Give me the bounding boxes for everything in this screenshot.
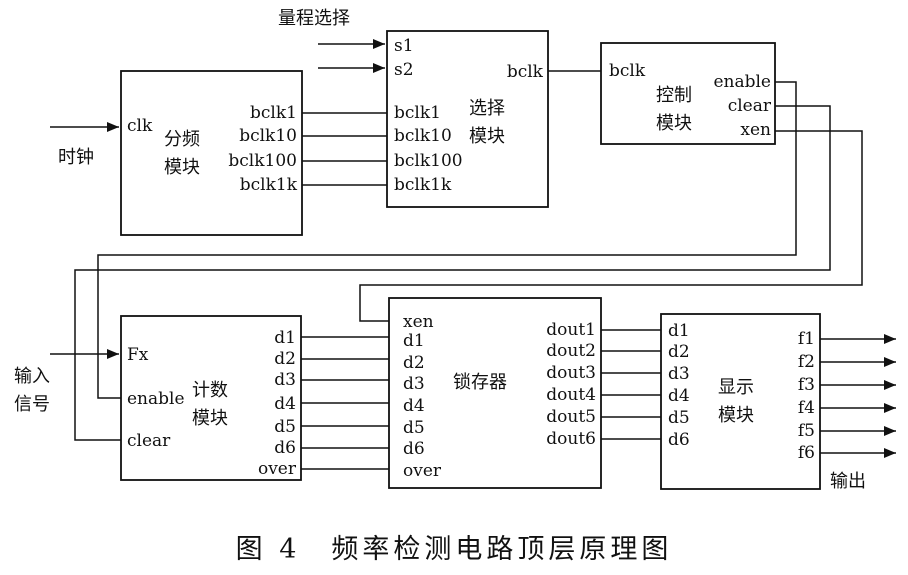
control-name-line1: 控制 xyxy=(656,85,692,106)
selector-name-line1: 选择 xyxy=(469,98,505,119)
selector-pin-bclk1: bclk1 xyxy=(394,103,441,123)
wire-xen xyxy=(359,130,863,322)
input-signal-label-line1: 输入 xyxy=(14,366,50,387)
selector-pin-bclk1k: bclk1k xyxy=(394,175,452,195)
selector-pin-s2: s2 xyxy=(394,60,414,80)
latch-pin-d6: d6 xyxy=(403,439,425,459)
range-select-label: 量程选择 xyxy=(278,8,350,29)
display-pin-d3: d3 xyxy=(668,364,690,384)
display-pin-d2: d2 xyxy=(668,342,690,362)
output-label: 输出 xyxy=(830,471,866,492)
counter-pin-d2: d2 xyxy=(274,349,296,369)
counter-pin-fx: Fx xyxy=(127,345,149,365)
wire-clear xyxy=(74,105,831,441)
counter-name-line1: 计数 xyxy=(192,380,228,401)
counter-pin-d3: d3 xyxy=(274,370,296,390)
wire-enable xyxy=(97,81,797,399)
counter-pin-clear: clear xyxy=(127,431,171,451)
control-module-block xyxy=(600,42,776,145)
divider-pin-bclk10: bclk10 xyxy=(239,126,297,146)
selector-pin-bclk: bclk xyxy=(507,62,544,82)
counter-pin-d6: d6 xyxy=(274,438,296,458)
display-pin-f1: f1 xyxy=(798,329,815,349)
control-name-line2: 模块 xyxy=(656,113,692,134)
control-pin-enable: enable xyxy=(713,72,771,92)
latch-module-block xyxy=(388,297,602,489)
divider-pin-bclk1: bclk1 xyxy=(250,103,297,123)
selector-name-line2: 模块 xyxy=(469,126,505,147)
counter-pin-d1: d1 xyxy=(274,328,296,348)
latch-pin-d3: d3 xyxy=(403,374,425,394)
latch-pin-d4: d4 xyxy=(403,396,425,416)
selector-pin-bclk10: bclk10 xyxy=(394,126,452,146)
display-pin-d1: d1 xyxy=(668,321,690,341)
counter-pin-d5: d5 xyxy=(274,417,296,437)
counter-pin-d4: d4 xyxy=(274,394,296,414)
display-pin-d5: d5 xyxy=(668,408,690,428)
control-pin-xen: xen xyxy=(740,120,771,140)
latch-pin-d2: d2 xyxy=(403,353,425,373)
control-pin-clear: clear xyxy=(728,96,772,116)
divider-pin-bclk100: bclk100 xyxy=(228,151,297,171)
display-pin-d6: d6 xyxy=(668,430,690,450)
display-pin-f3: f3 xyxy=(798,375,815,395)
display-pin-f4: f4 xyxy=(798,398,815,418)
latch-pin-d1: d1 xyxy=(403,331,425,351)
latch-pin-dout4: dout4 xyxy=(546,385,596,405)
latch-name: 锁存器 xyxy=(453,372,507,393)
display-name-line1: 显示 xyxy=(718,377,754,398)
display-pin-f6: f6 xyxy=(798,443,815,463)
latch-pin-dout5: dout5 xyxy=(546,407,596,427)
clock-label: 时钟 xyxy=(58,147,94,168)
divider-name-line2: 模块 xyxy=(164,157,200,178)
display-name-line2: 模块 xyxy=(718,405,754,426)
selector-module-block xyxy=(386,30,549,208)
latch-pin-xen: xen xyxy=(403,312,434,332)
counter-pin-over: over xyxy=(258,459,297,479)
divider-module-block xyxy=(120,70,303,236)
divider-pin-clk: clk xyxy=(127,116,153,136)
latch-pin-over: over xyxy=(403,461,442,481)
latch-pin-dout3: dout3 xyxy=(546,363,596,383)
divider-name-line1: 分频 xyxy=(164,129,200,150)
display-module-block xyxy=(660,313,821,490)
control-pin-bclk: bclk xyxy=(609,61,646,81)
selector-pin-bclk100: bclk100 xyxy=(394,151,463,171)
input-signal-label-line2: 信号 xyxy=(14,394,50,415)
latch-pin-dout2: dout2 xyxy=(546,341,596,361)
latch-pin-dout1: dout1 xyxy=(546,320,596,340)
counter-pin-enable: enable xyxy=(127,389,185,409)
figure-caption: 图 4 频率检测电路顶层原理图 xyxy=(236,534,673,565)
divider-pin-bclk1k: bclk1k xyxy=(240,175,298,195)
display-pin-f2: f2 xyxy=(798,352,815,372)
selector-pin-s1: s1 xyxy=(394,36,414,56)
display-pin-f5: f5 xyxy=(798,421,815,441)
counter-name-line2: 模块 xyxy=(192,408,228,429)
latch-pin-dout6: dout6 xyxy=(546,429,596,449)
latch-pin-d5: d5 xyxy=(403,418,425,438)
display-pin-d4: d4 xyxy=(668,386,690,406)
